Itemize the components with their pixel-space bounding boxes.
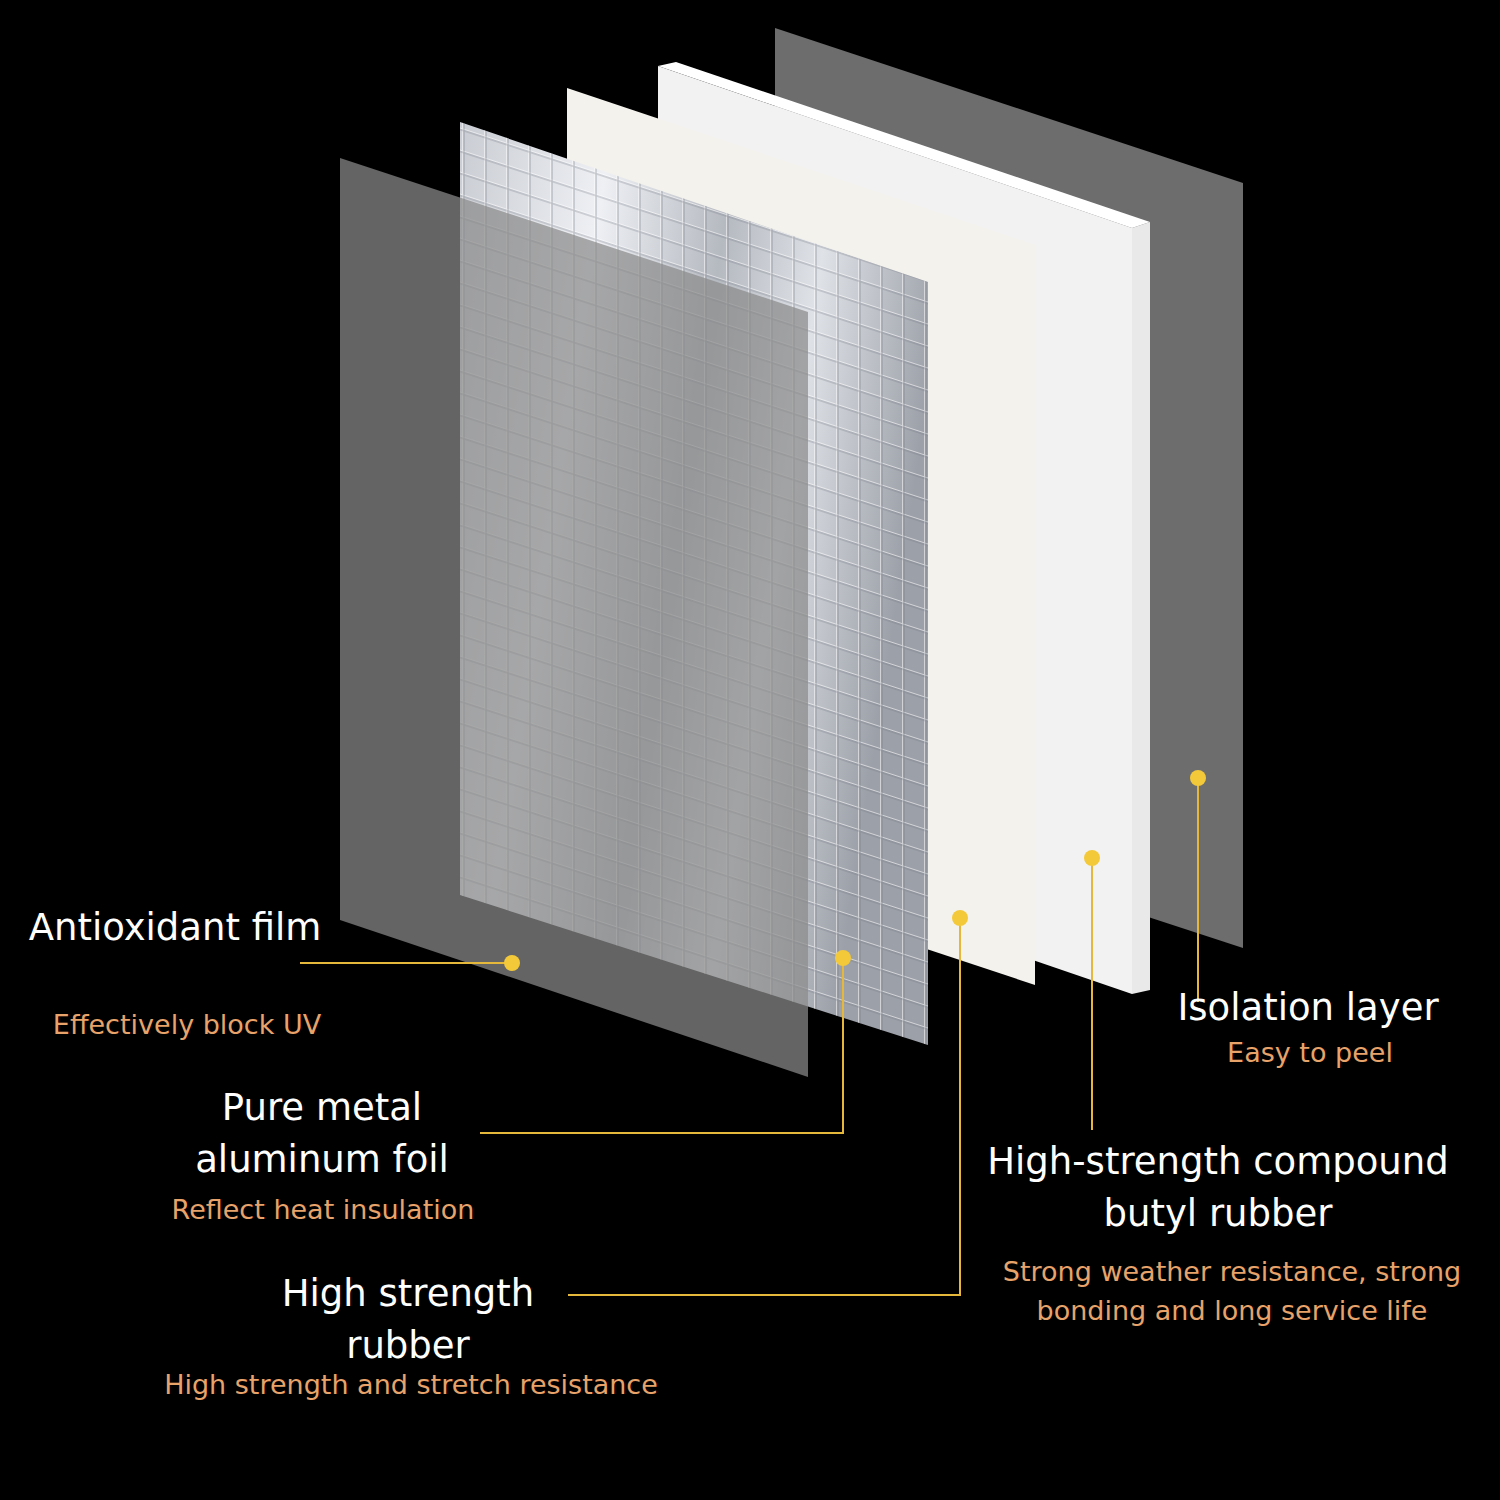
layer-feature: Easy to peel bbox=[1180, 1033, 1440, 1072]
layer-feature: High strength and stretch resistance bbox=[81, 1365, 741, 1404]
leader-line bbox=[568, 918, 960, 1295]
layer-name: High strength rubber bbox=[243, 1268, 573, 1372]
leader-dot bbox=[1190, 770, 1206, 786]
layer-feature: Effectively block UV bbox=[7, 1005, 367, 1044]
antioxidant-film-layer bbox=[340, 158, 808, 1077]
leader-line bbox=[480, 958, 843, 1133]
layer-feature: Reflect heat insulation bbox=[113, 1190, 533, 1229]
leader-line bbox=[1091, 858, 1093, 1130]
layer-name: High-strength compound butyl rubber bbox=[958, 1136, 1478, 1240]
leader-line bbox=[1197, 778, 1199, 1002]
butyl-slab-side bbox=[1132, 222, 1150, 994]
layer-name: Isolation layer bbox=[1138, 982, 1478, 1034]
leader-dot bbox=[952, 910, 968, 926]
layer-feature: Strong weather resistance, strong bondin… bbox=[997, 1252, 1467, 1330]
leader-dots bbox=[504, 770, 1206, 971]
leader-dot bbox=[504, 955, 520, 971]
layer-name: Pure metal aluminum foil bbox=[157, 1082, 487, 1186]
layer-name: Antioxidant film bbox=[25, 902, 325, 954]
leader-dot bbox=[835, 950, 851, 966]
leader-dot bbox=[1084, 850, 1100, 866]
leader-line bbox=[300, 962, 512, 964]
